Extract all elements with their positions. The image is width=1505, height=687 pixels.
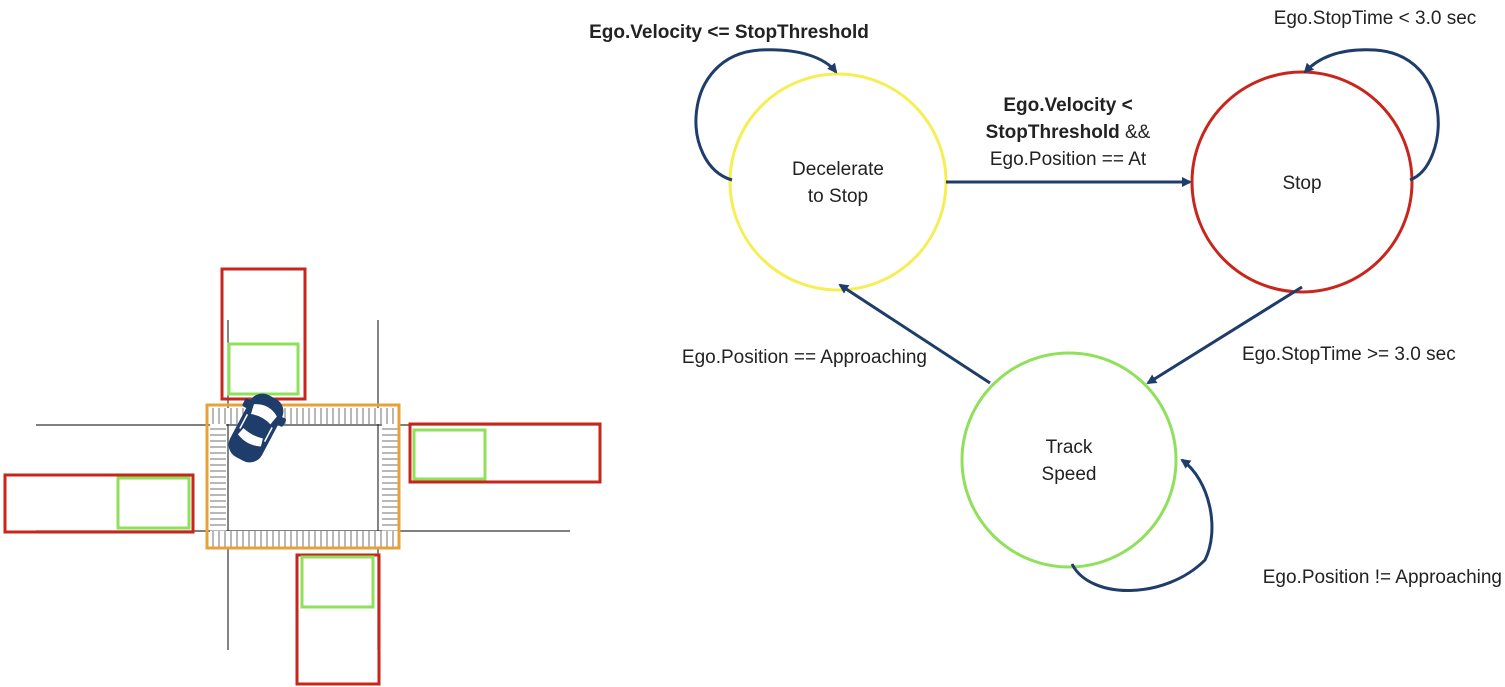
stop-zone-north — [227, 342, 300, 396]
label-decelerate-to-stop-line2-bold: StopThreshold — [986, 122, 1120, 143]
label-decelerate-to-stop-line2: StopThreshold && — [986, 122, 1151, 143]
label-stop-self-loop: Ego.StopTime < 3.0 sec — [1274, 8, 1477, 29]
arrow-decelerate-self-loop — [694, 48, 838, 182]
arrow-stop-self-loop — [1303, 48, 1440, 182]
road-edges — [36, 320, 600, 650]
state-stop-circle — [1190, 70, 1414, 294]
crosswalk-west — [210, 424, 226, 531]
state-decelerate-label-line2: to Stop — [808, 186, 868, 207]
state-track-label-line2: Speed — [1042, 464, 1097, 485]
state-decelerate-circle — [728, 72, 948, 292]
approaching-zone-west — [3, 473, 195, 534]
crosswalk-north — [210, 408, 398, 424]
stop-zone-west — [116, 476, 191, 530]
state-track-speed[interactable]: Track Speed — [960, 351, 1178, 569]
label-decelerate-to-stop-line2-rest: && — [1120, 122, 1151, 143]
label-stop-to-track: Ego.StopTime >= 3.0 sec — [1242, 344, 1456, 365]
state-track-label-line1: Track — [1046, 437, 1093, 458]
label-decelerate-to-stop-line1: Ego.Velocity < — [1003, 95, 1132, 116]
label-decelerate-self-loop: Ego.Velocity <= StopThreshold — [589, 22, 869, 43]
state-stop-label: Stop — [1282, 173, 1321, 194]
state-machine: Decelerate to Stop Stop Track Speed Ego.… — [589, 8, 1502, 592]
label-track-self-loop: Ego.Position != Approaching — [1263, 567, 1502, 588]
label-decelerate-to-stop-line3: Ego.Position == At — [990, 149, 1147, 170]
transition-arrows — [694, 48, 1440, 592]
arrow-track-to-decelerate — [838, 283, 991, 385]
approaching-zone-south — [295, 553, 381, 686]
arrow-stop-to-track — [1146, 285, 1303, 385]
car-top-view-icon — [228, 393, 286, 463]
crosswalk-east — [382, 424, 398, 531]
label-decelerate-to-stop: Ego.Velocity < StopThreshold && Ego.Posi… — [986, 95, 1151, 170]
state-decelerate-label-line1: Decelerate — [792, 159, 884, 180]
approaching-zones — [3, 267, 602, 686]
label-track-to-decelerate: Ego.Position == Approaching — [682, 347, 927, 368]
crosswalk-south — [210, 531, 398, 547]
intersection-at-zone — [205, 403, 401, 550]
state-stop[interactable]: Stop — [1190, 70, 1414, 294]
approaching-zone-north — [220, 267, 307, 401]
stop-zone-east — [412, 428, 487, 481]
approaching-zone-east — [408, 422, 602, 484]
stop-zone-south — [300, 555, 375, 609]
state-decelerate-to-stop[interactable]: Decelerate to Stop — [728, 72, 948, 292]
state-track-circle — [960, 351, 1178, 569]
intersection-scene — [3, 267, 602, 686]
arrow-track-self-loop — [1070, 458, 1214, 592]
